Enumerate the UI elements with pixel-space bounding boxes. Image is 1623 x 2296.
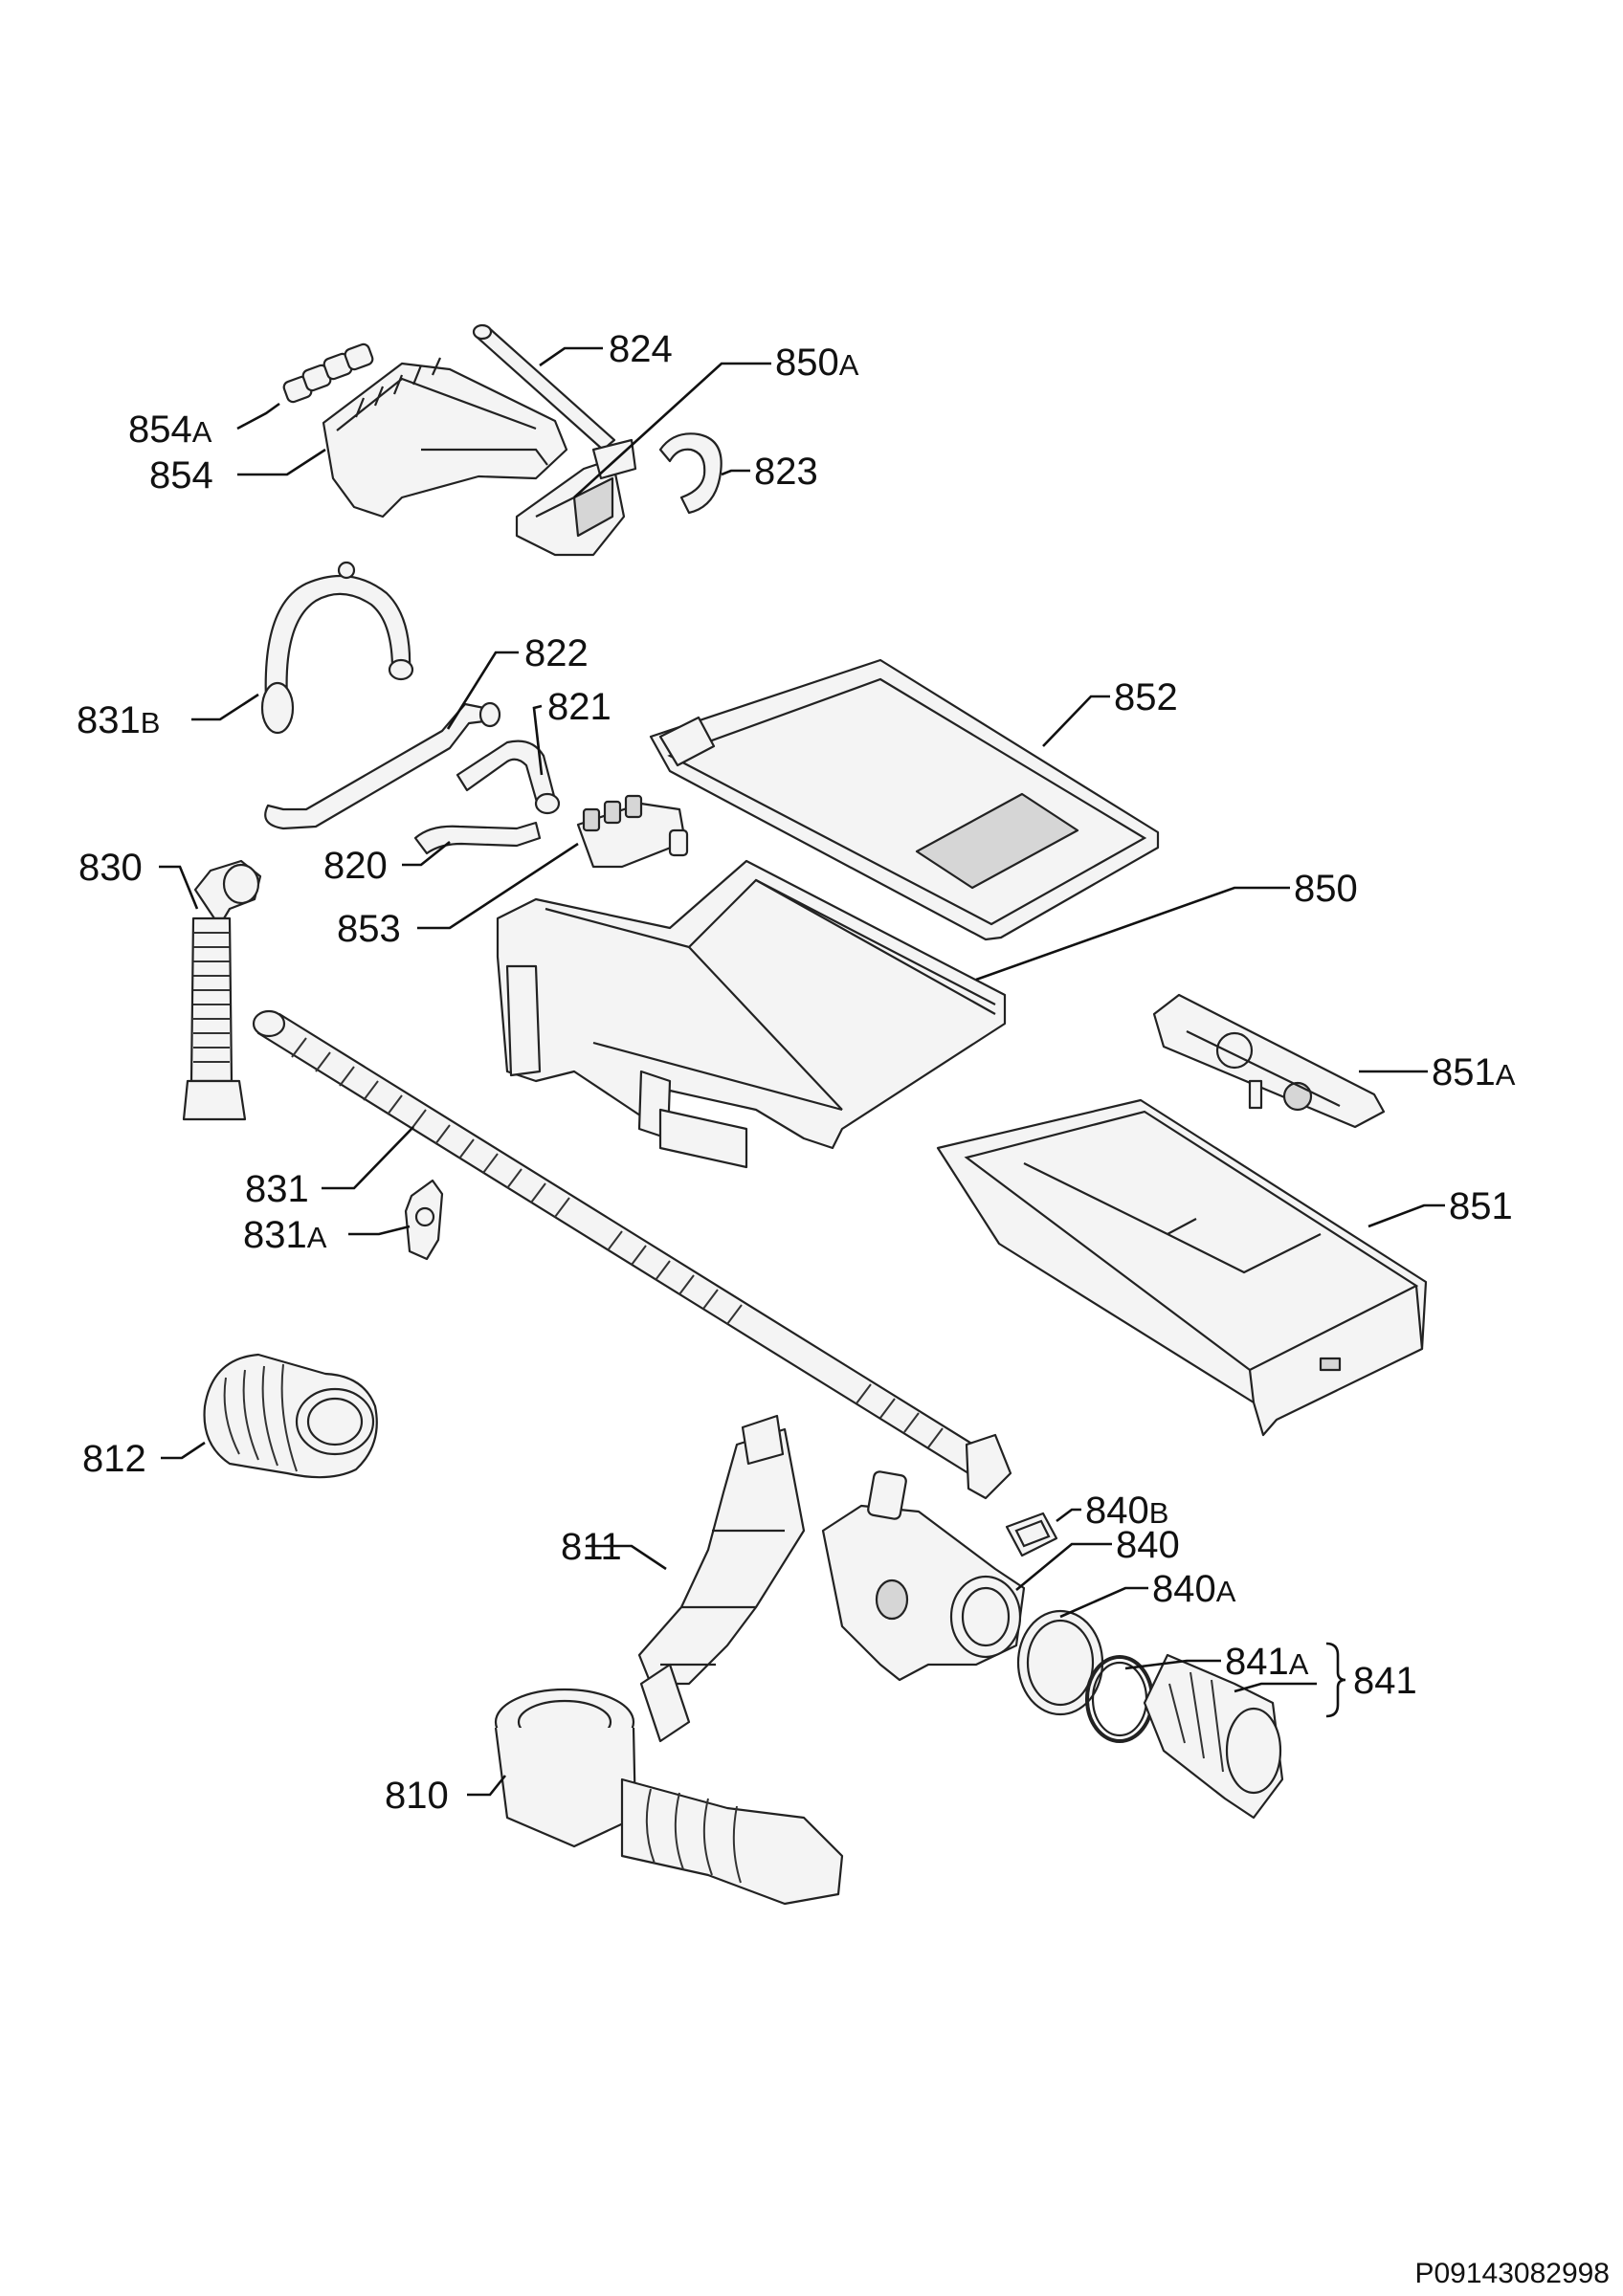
part-821-hose: [456, 740, 561, 815]
label-830: 830: [78, 847, 143, 889]
label-851: 851: [1449, 1185, 1513, 1227]
part-820-hose: [413, 821, 542, 855]
label-840b: 840B: [1085, 1490, 1168, 1532]
label-810: 810: [385, 1775, 449, 1817]
label-831: 831: [245, 1168, 309, 1210]
part-854a-hose-stubs: [282, 342, 374, 404]
label-851a: 851A: [1432, 1051, 1516, 1093]
part-854-distributor: [322, 357, 568, 519]
label-820: 820: [323, 845, 388, 887]
reference-code: P09143082998: [1414, 2258, 1610, 2289]
label-850a: 850A: [775, 342, 859, 384]
part-841-filter: [1143, 1653, 1284, 1820]
label-854a: 854A: [128, 408, 212, 451]
part-840a-ring: [1016, 1609, 1104, 1716]
part-851a-insert: [1152, 993, 1386, 1129]
part-840-pump: [821, 1470, 1026, 1682]
label-821: 821: [547, 686, 611, 728]
label-840: 840: [1116, 1524, 1180, 1566]
part-830-corrugated-hose: [182, 859, 262, 1121]
label-841: 841: [1353, 1660, 1417, 1702]
label-854: 854: [149, 454, 213, 497]
label-822: 822: [524, 632, 589, 674]
part-831-drain-hose: [252, 1009, 1012, 1500]
part-812-bellows-hose: [203, 1353, 378, 1479]
part-852-dispenser-lid: [649, 658, 1160, 941]
part-841a-oring: [1085, 1655, 1154, 1743]
part-823-bent-hose: [658, 432, 723, 515]
leader-lines: [159, 346, 1445, 1797]
label-841a: 841A: [1225, 1641, 1309, 1683]
part-824-tube: [472, 323, 616, 452]
label-812: 812: [82, 1438, 146, 1480]
label-811: 811: [561, 1526, 622, 1568]
part-831b-hose-bend: [260, 561, 414, 735]
part-810-sump: [494, 1663, 844, 1906]
part-840b-seal: [1005, 1512, 1058, 1557]
part-850a-valve: [515, 438, 637, 557]
label-853: 853: [337, 908, 401, 950]
part-811-connector-hose: [637, 1414, 806, 1686]
label-823: 823: [754, 451, 818, 493]
part-822-hose: [264, 701, 501, 830]
part-853-valve-cluster: [576, 794, 689, 869]
label-831b: 831B: [77, 699, 160, 741]
label-824: 824: [609, 328, 673, 370]
label-840a: 840A: [1152, 1568, 1236, 1610]
part-831a-clip: [404, 1179, 444, 1261]
bracket-841: [1325, 1642, 1346, 1718]
part-851-drawer: [936, 1098, 1428, 1437]
label-852: 852: [1114, 676, 1178, 718]
label-850: 850: [1294, 868, 1358, 910]
part-850-dispenser-housing: [496, 859, 1007, 1169]
label-831a: 831A: [243, 1214, 327, 1256]
